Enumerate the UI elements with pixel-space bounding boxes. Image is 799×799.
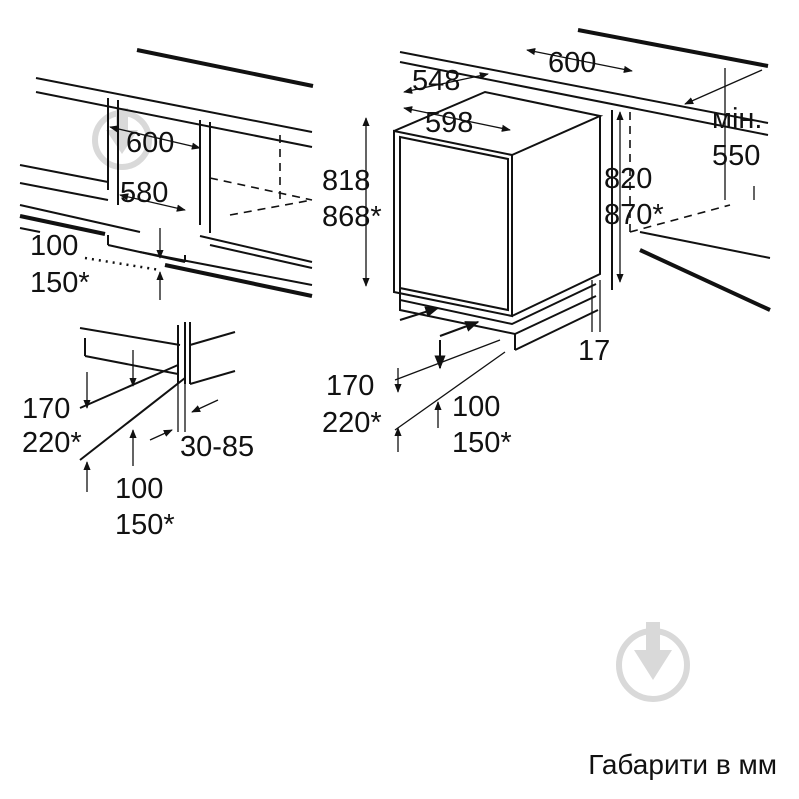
left-niche-view	[19, 48, 314, 300]
left-dim-plinth-b: 150*	[30, 267, 90, 299]
right-dim-min-label: мін.	[712, 103, 762, 135]
right-dim-plinth-a: 170	[326, 370, 374, 402]
left-detail-dim-offset: 30-85	[180, 431, 254, 463]
right-dim-niche-height-b: 870*	[604, 199, 664, 231]
right-appliance-view	[362, 28, 771, 452]
right-dim-height-b: 868*	[322, 201, 382, 233]
left-dim-niche-width: 600	[126, 127, 174, 159]
left-detail-dim-plinth-a: 170	[22, 393, 70, 425]
right-dim-niche-width: 600	[548, 47, 596, 79]
right-dim-width: 598	[425, 107, 473, 139]
dimensions-caption: Габарити в мм	[588, 749, 777, 780]
left-detail-dim-plinth-b: 220*	[22, 427, 82, 459]
left-detail-dim-bottom-b: 150*	[115, 509, 175, 541]
right-dim-bottom-b: 150*	[452, 427, 512, 459]
right-dim-min-depth: 550	[712, 140, 760, 172]
right-dim-niche-height-a: 820	[604, 163, 652, 195]
right-dim-depth: 548	[412, 65, 460, 97]
left-plinth-detail	[79, 322, 236, 492]
left-dim-plinth-a: 100	[30, 230, 78, 262]
left-dim-inner-width: 580	[120, 177, 168, 209]
right-dim-plinth-b: 220*	[322, 407, 382, 439]
right-dim-bottom-a: 100	[452, 391, 500, 423]
right-dim-gap: 17	[578, 335, 610, 367]
left-detail-dim-bottom-a: 100	[115, 473, 163, 505]
right-dim-height-a: 818	[322, 165, 370, 197]
watermark-bottom-icon	[616, 622, 690, 702]
